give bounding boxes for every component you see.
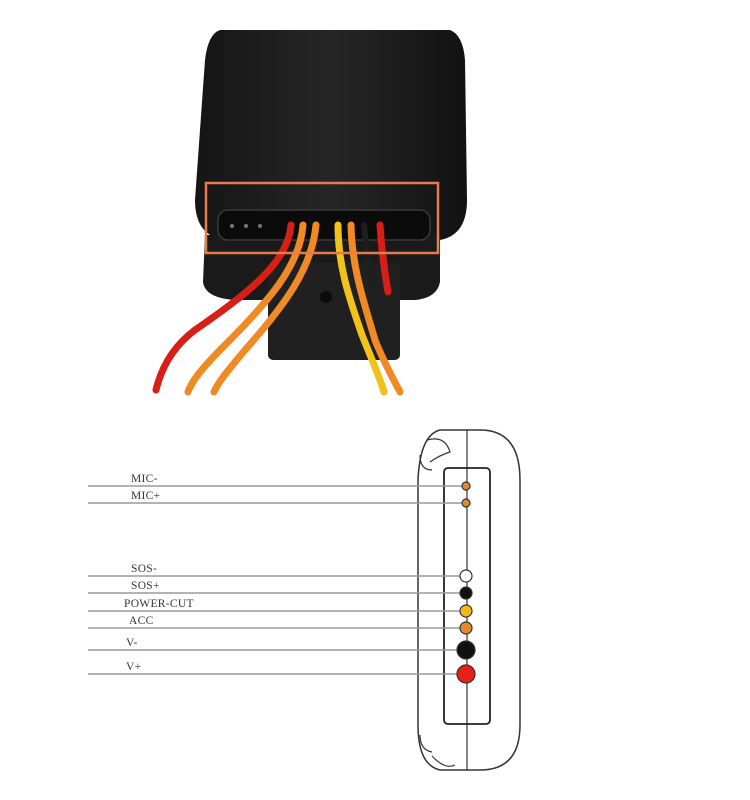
device-side-bump <box>426 438 451 463</box>
wire <box>210 221 320 396</box>
pin-label: MIC+ <box>131 490 160 502</box>
pin-label: V- <box>126 637 138 649</box>
wire <box>334 221 388 396</box>
device-photo <box>152 30 467 396</box>
wire <box>347 221 404 396</box>
device-side-bump <box>431 755 456 767</box>
pin-label: SOS- <box>131 563 157 575</box>
pin-label: ACC <box>129 615 154 627</box>
socket-pin-hole <box>258 224 262 228</box>
device-side-bump <box>419 454 433 471</box>
highlight-box <box>204 181 440 255</box>
pin-dot <box>459 604 473 618</box>
connector-plug <box>268 262 400 360</box>
pin-group: MIC- MIC+ SOS- SOS+ POWER-CUT ACC V- V+ <box>88 473 476 684</box>
pin-dot <box>461 481 471 491</box>
pin-dot <box>459 569 473 583</box>
pin-dot <box>461 498 471 508</box>
pin-dot <box>459 586 473 600</box>
pin-label: POWER-CUT <box>124 598 194 610</box>
pin-dot <box>456 664 476 684</box>
wire <box>361 222 377 288</box>
pin-dot <box>456 640 476 660</box>
plug-hole <box>320 291 332 303</box>
pin-label: V+ <box>126 661 141 673</box>
pin-label: SOS+ <box>131 580 160 592</box>
pin-label: MIC- <box>131 473 158 485</box>
connector-frame <box>443 467 491 725</box>
wire <box>376 221 392 296</box>
socket-pin-hole <box>244 224 248 228</box>
pin-dot <box>459 621 473 635</box>
device-housing <box>195 30 467 240</box>
device-outline <box>417 429 521 771</box>
connector-socket <box>217 209 431 241</box>
device-side-bump <box>419 734 433 753</box>
socket-pin-hole <box>230 224 234 228</box>
